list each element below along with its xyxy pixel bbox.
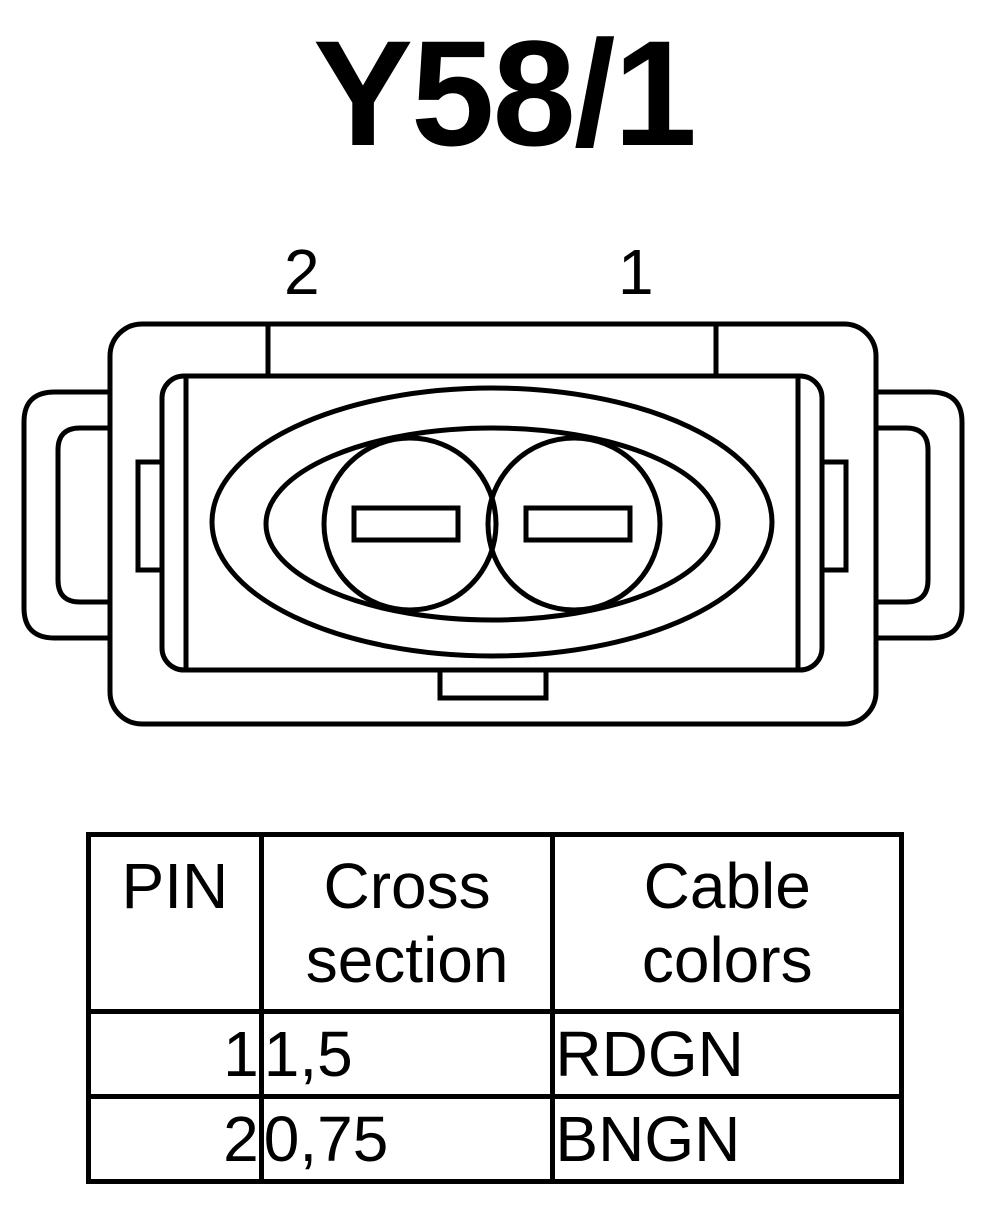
inner-body bbox=[159, 373, 825, 673]
row-pin: 1 bbox=[86, 1009, 264, 1099]
pin-contact-2 bbox=[351, 505, 461, 543]
pin-number-1-label: 1 bbox=[618, 236, 654, 308]
table-row: 1 1,5 RDGN bbox=[86, 1009, 904, 1099]
left-latch bbox=[21, 389, 110, 641]
table-header-row: PIN Cross section Cable colors bbox=[86, 832, 904, 1014]
header-pin: PIN bbox=[86, 832, 264, 1014]
row-cross-section: 0,75 bbox=[258, 1094, 556, 1184]
left-step bbox=[135, 459, 162, 573]
header-cross-section: Cross section bbox=[258, 832, 556, 1014]
pin-socket-2 bbox=[321, 435, 499, 613]
table-row: 2 0,75 BNGN bbox=[86, 1094, 904, 1184]
row-cable-color: RDGN bbox=[550, 1009, 904, 1099]
row-pin: 2 bbox=[86, 1094, 264, 1184]
header-pin-label: PIN bbox=[121, 850, 229, 922]
pin-assignment-table: PIN Cross section Cable colors 1 1,5 RDG… bbox=[86, 832, 904, 1184]
row-cable-color: BNGN bbox=[550, 1094, 904, 1184]
inner-seal bbox=[263, 425, 721, 623]
left-latch-inner bbox=[55, 425, 110, 605]
header-cable-colors: Cable colors bbox=[550, 832, 904, 1014]
header-cross-section-line-2: section bbox=[305, 924, 509, 996]
pin-socket-1 bbox=[485, 435, 663, 613]
right-step bbox=[822, 459, 849, 573]
connector-diagram bbox=[21, 321, 965, 727]
header-cross-section-line-1: Cross bbox=[323, 850, 491, 922]
connector-title: Y58/1 bbox=[313, 9, 697, 177]
pin-number-2-label: 2 bbox=[284, 236, 320, 308]
top-key bbox=[265, 324, 719, 376]
outer-seal bbox=[209, 385, 775, 659]
bottom-key bbox=[437, 670, 549, 701]
right-latch bbox=[876, 389, 965, 641]
header-cable-colors-line-2: colors bbox=[641, 924, 813, 996]
row-cross-section: 1,5 bbox=[258, 1009, 556, 1099]
connector-housing bbox=[107, 321, 879, 727]
right-latch-inner bbox=[876, 425, 931, 605]
header-cable-colors-line-1: Cable bbox=[643, 850, 811, 922]
pin-contact-1 bbox=[523, 505, 633, 543]
